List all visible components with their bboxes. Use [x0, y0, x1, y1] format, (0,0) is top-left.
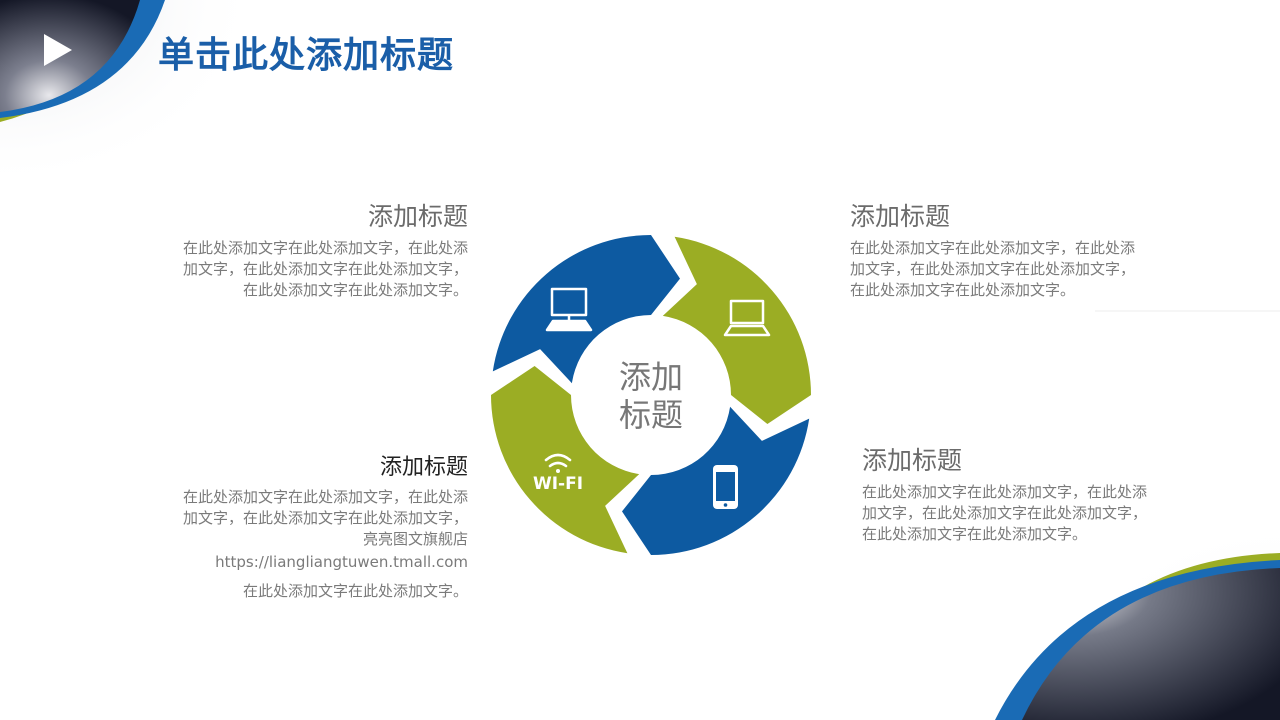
block-body[interactable]: 在此处添加文字在此处添加文字，在此处添 加文字，在此处添加文字在此处添加文字， …	[850, 238, 1190, 301]
block-body[interactable]: 在此处添加文字在此处添加文字，在此处添 加文字，在此处添加文字在此处添加文字， …	[862, 482, 1202, 545]
text-block-top-left: 添加标题 在此处添加文字在此处添加文字，在此处添 加文字，在此处添加文字在此处添…	[140, 202, 468, 301]
wifi-label: WI-FI	[532, 474, 584, 494]
play-arrow-icon	[44, 34, 72, 66]
body-line: 在此处添加文字在此处添加文字。	[850, 281, 1076, 299]
block-body[interactable]: 在此处添加文字在此处添加文字，在此处添 加文字，在此处添加文字在此处添加文字， …	[140, 238, 468, 301]
wifi-icon	[544, 453, 572, 473]
body-line: 在此处添加文字在此处添加文字，在此处添	[850, 239, 1136, 257]
top-left-dark-corner	[0, 0, 140, 112]
body-line: 在此处添加文字在此处添加文字。	[242, 281, 468, 299]
cycle-center-label: 添加 标题	[580, 358, 722, 434]
body-line: 加文字，在此处添加文字在此处添加文字，	[850, 260, 1136, 278]
page-title[interactable]: 单击此处添加标题	[158, 35, 455, 76]
text-block-top-right: 添加标题 在此处添加文字在此处添加文字，在此处添 加文字，在此处添加文字在此处添…	[850, 202, 1190, 301]
bottom-right-dark-corner	[1022, 568, 1280, 720]
text-block-bottom-right: 添加标题 在此处添加文字在此处添加文字，在此处添 加文字，在此处添加文字在此处添…	[862, 446, 1202, 545]
desktop-monitor-icon	[545, 287, 593, 332]
body-line: 在此处添加文字在此处添加文字，在此处添	[182, 488, 468, 507]
center-label-line1: 添加	[618, 358, 683, 396]
cycle-segment-bottom-left	[491, 366, 640, 554]
text-block-bottom-left: 添加标题 在此处添加文字在此处添加文字，在此处添 加文字，在此处添加文字在此处添…	[140, 455, 468, 602]
block-title[interactable]: 添加标题	[862, 446, 963, 475]
body-line: 加文字，在此处添加文字在此处添加文字，	[862, 504, 1148, 522]
block-title[interactable]: 添加标题	[379, 455, 468, 480]
body-line: 加文字，在此处添加文字在此处添加文字，	[182, 509, 468, 528]
block-body[interactable]: 在此处添加文字在此处添加文字，在此处添 加文字，在此处添加文字在此处添加文字， …	[140, 487, 468, 602]
body-line: 在此处添加文字在此处添加文字。	[242, 582, 468, 601]
body-line: 在此处添加文字在此处添加文字。	[862, 525, 1088, 543]
body-line: 在此处添加文字在此处添加文字，在此处添	[182, 239, 468, 257]
cycle-segment-top-right	[662, 236, 811, 424]
store-url[interactable]: https://liangliangtuwen.tmall.com	[215, 553, 468, 572]
smartphone-icon	[713, 465, 738, 509]
cycle-diagram	[491, 235, 811, 555]
block-title[interactable]: 添加标题	[367, 202, 468, 231]
block-title[interactable]: 添加标题	[850, 202, 951, 231]
segments	[491, 235, 811, 555]
center-label-line2: 标题	[618, 396, 683, 434]
laptop-icon	[723, 299, 771, 337]
store-name: 亮亮图文旗舰店	[362, 530, 468, 549]
body-line: 加文字，在此处添加文字在此处添加文字，	[182, 260, 468, 278]
body-line: 在此处添加文字在此处添加文字，在此处添	[862, 483, 1148, 501]
